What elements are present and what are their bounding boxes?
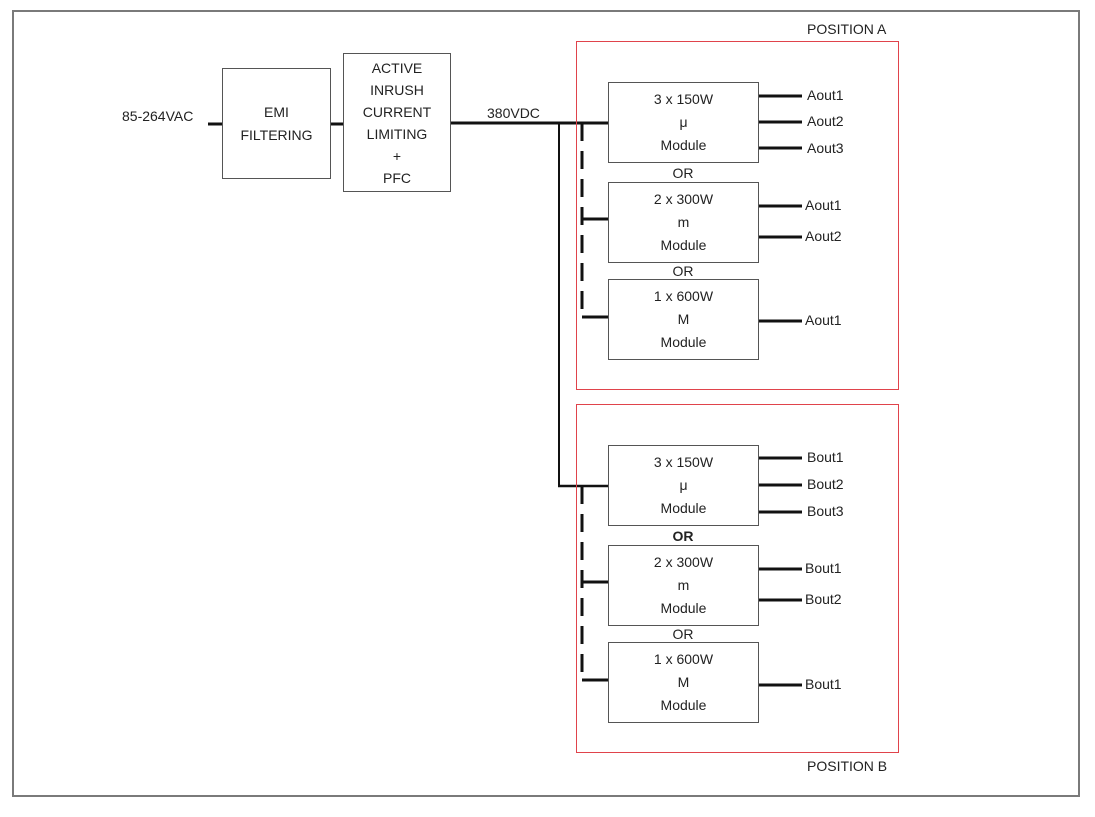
block-text: FILTERING — [240, 126, 313, 143]
module-rating: 3 x 150W — [653, 91, 714, 107]
module-type: m — [677, 214, 690, 230]
module-rating: 1 x 600W — [653, 651, 714, 667]
output-label: Bout2 — [805, 591, 842, 607]
module-block: 3 x 150W μ Module — [608, 82, 759, 163]
module-word: Module — [660, 697, 707, 713]
module-rating: 2 x 300W — [653, 554, 714, 570]
module-rating: 3 x 150W — [653, 454, 714, 470]
module-block: 1 x 600W M Module — [608, 642, 759, 723]
position-b-region — [576, 404, 899, 753]
output-label: Aout2 — [807, 113, 844, 129]
or-label: OR — [672, 165, 694, 181]
output-label: Aout1 — [805, 197, 842, 213]
or-label: OR — [672, 626, 694, 642]
output-label: Bout1 — [807, 449, 844, 465]
block-text: EMI — [264, 103, 289, 120]
module-type: M — [677, 311, 690, 327]
block-text: INRUSH — [370, 81, 424, 98]
output-label: Bout1 — [805, 676, 842, 692]
module-type: μ — [679, 477, 688, 493]
position-a-label: POSITION A — [807, 21, 887, 37]
module-word: Module — [660, 237, 707, 253]
module-type: μ — [679, 114, 688, 130]
emi-filter-block: EMI FILTERING — [222, 68, 331, 179]
block-text: PFC — [383, 169, 411, 186]
block-text: ACTIVE — [371, 59, 423, 76]
output-label: Bout2 — [807, 476, 844, 492]
input-voltage-label: 85-264VAC — [122, 108, 194, 124]
module-block: 2 x 300W m Module — [608, 182, 759, 263]
module-block: 3 x 150W μ Module — [608, 445, 759, 526]
or-label: OR — [672, 263, 694, 279]
module-word: Module — [660, 334, 707, 350]
output-label: Aout3 — [807, 140, 844, 156]
position-b-label: POSITION B — [807, 758, 888, 774]
module-rating: 2 x 300W — [653, 191, 714, 207]
block-text: + — [392, 147, 402, 164]
module-rating: 1 x 600W — [653, 288, 714, 304]
output-label: Bout3 — [807, 503, 844, 519]
output-label: Aout2 — [805, 228, 842, 244]
module-block: 2 x 300W m Module — [608, 545, 759, 626]
module-word: Module — [660, 137, 707, 153]
module-word: Module — [660, 500, 707, 516]
module-block: 1 x 600W M Module — [608, 279, 759, 360]
position-a-region — [576, 41, 899, 390]
diagram-frame — [12, 10, 1080, 797]
output-label: Bout1 — [805, 560, 842, 576]
module-type: m — [677, 577, 690, 593]
module-word: Module — [660, 600, 707, 616]
output-label: Aout1 — [805, 312, 842, 328]
bus-voltage-label: 380VDC — [487, 105, 540, 121]
block-text: LIMITING — [366, 125, 428, 142]
or-label: OR — [672, 528, 694, 544]
module-type: M — [677, 674, 690, 690]
block-text: CURRENT — [362, 103, 432, 120]
output-label: Aout1 — [807, 87, 844, 103]
pfc-block: ACTIVE INRUSH CURRENT LIMITING + PFC — [343, 53, 451, 192]
